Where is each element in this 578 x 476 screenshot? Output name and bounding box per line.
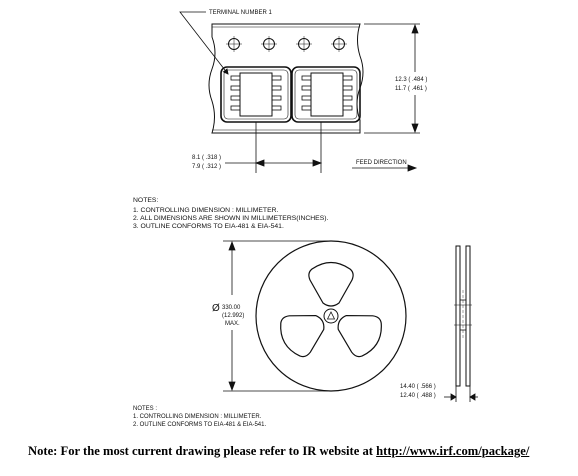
- sprocket-hole: [296, 36, 312, 52]
- sprocket-hole: [331, 36, 347, 52]
- diameter-symbol: Ø: [212, 303, 220, 314]
- notes-bottom-title: NOTES :: [133, 406, 157, 412]
- tape-outline: [208, 23, 364, 134]
- feed-direction-arrow: [352, 164, 418, 172]
- carrier-tape: [208, 23, 364, 134]
- notes-bottom: NOTES : 1. CONTROLLING DIMENSION : MILLI…: [133, 406, 266, 428]
- reel-window: [337, 314, 382, 358]
- notes-top-item: 3. OUTLINE CONFORMS TO EIA-481 & EIA-541…: [133, 223, 284, 230]
- ic-package: [239, 72, 273, 117]
- sprocket-hole: [226, 36, 242, 52]
- notes-bottom-item: 2. OUTLINE CONFORMS TO EIA-481 & EIA-541…: [133, 422, 266, 428]
- reel-front-view: [255, 240, 407, 392]
- terminal-leader: [179, 11, 229, 75]
- reel-width-max: 14.40 ( .566 ): [400, 384, 436, 390]
- reel-diameter-dimension: [223, 240, 331, 392]
- terminal-label: TERMINAL NUMBER 1: [209, 10, 272, 16]
- reel-diameter-max: MAX.: [225, 321, 240, 327]
- notes-top-item: 1. CONTROLLING DIMENSION : MILLIMETER.: [133, 207, 279, 214]
- website-footnote: Note: For the most current drawing pleas…: [28, 444, 568, 459]
- irf-package-link[interactable]: http://www.irf.com/package/: [376, 444, 530, 458]
- reel-hub: [323, 308, 339, 324]
- notes-top: NOTES: 1. CONTROLLING DIMENSION : MILLIM…: [133, 197, 328, 230]
- height-max: 12.3 ( .484 ): [395, 77, 427, 83]
- tape-pocket-right: [291, 66, 361, 123]
- pitch-max: 8.1 ( .318 ): [192, 155, 221, 161]
- reel-diameter-in: (12.992): [222, 313, 244, 319]
- feed-direction-label: FEED DIRECTION: [356, 160, 407, 166]
- sprocket-hole: [261, 36, 277, 52]
- reel-window: [308, 261, 354, 307]
- pitch-min: 7.9 ( .312 ): [192, 164, 221, 170]
- notes-top-title: NOTES:: [133, 197, 158, 204]
- reel-diameter-mm: 330.00: [222, 305, 241, 311]
- tape-pocket-left: [220, 66, 292, 123]
- reel-width-min: 12.40 ( .488 ): [400, 393, 436, 399]
- sprocket-holes: [226, 36, 347, 52]
- notes-bottom-item: 1. CONTROLLING DIMENSION : MILLIMETER.: [133, 414, 262, 420]
- reel-side-view: [454, 245, 472, 387]
- height-min: 11.7 ( .461 ): [395, 86, 427, 92]
- notes-top-item: 2. ALL DIMENSIONS ARE SHOWN IN MILLIMETE…: [133, 215, 328, 222]
- height-dimension: [364, 23, 420, 134]
- reel-window: [280, 314, 325, 358]
- pitch-dimension: [225, 122, 323, 173]
- reel-width-dimension: [444, 386, 478, 402]
- footnote-text: Note: For the most current drawing pleas…: [28, 444, 377, 458]
- ic-package: [310, 72, 344, 117]
